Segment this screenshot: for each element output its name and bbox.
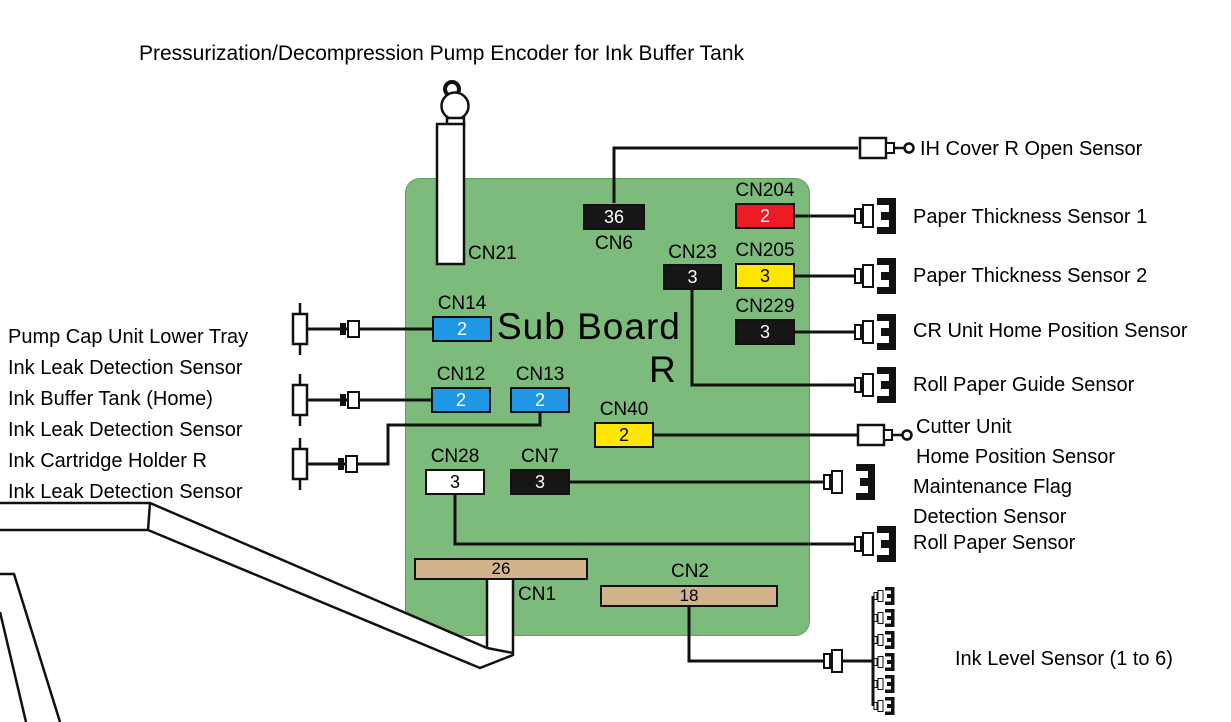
wire-cn23-roll-paper-guide [690, 290, 855, 387]
connector-cn6: 36 [583, 204, 645, 230]
label-ink-level-sensor: Ink Level Sensor (1 to 6) [955, 648, 1173, 670]
connector-label-cn6: CN6 [594, 233, 633, 254]
label-line: Pump Cap Unit Lower Tray [8, 326, 249, 348]
label-roll-paper-guide-sensor: Roll Paper Guide Sensor [913, 374, 1135, 396]
label-ink-cartridge-holder-leak-sensor: Ink Cartridge Holder R Ink Leak Detectio… [8, 446, 243, 508]
label-cr-unit-home-position-sensor: CR Unit Home Position Sensor [913, 320, 1188, 342]
connector-label-cn28: CN28 [430, 446, 480, 467]
connector-cn13: 2 [510, 387, 570, 413]
wire-cn13-leak-sensor [307, 413, 542, 466]
pump-encoder-icon [440, 80, 470, 128]
connector-cn2: 18 [600, 585, 778, 607]
connector-label-cn1: CN1 [518, 584, 557, 605]
inline-plug-icon [339, 391, 360, 409]
connector-cn229: 3 [735, 319, 795, 345]
ink-leak-electrode-icon [291, 301, 309, 357]
connector-cn1: 26 [414, 558, 588, 580]
label-line: Ink Leak Detection Sensor [8, 357, 243, 379]
connector-label-cn13: CN13 [515, 364, 565, 385]
connector-label-cn205: CN205 [735, 240, 795, 261]
diagram-title: Pressurization/Decompression Pump Encode… [139, 42, 745, 65]
label-paper-thickness-sensor-1: Paper Thickness Sensor 1 [913, 206, 1148, 228]
connector-cn23: 3 [663, 264, 722, 290]
flat-ribbon-cable [0, 501, 515, 670]
wires [307, 146, 875, 706]
inline-plug-icon [339, 320, 360, 338]
connector-cn7: 3 [510, 469, 570, 495]
ink-leak-electrode-icon [291, 436, 309, 492]
label-line: Maintenance Flag [913, 476, 1072, 498]
ink-level-sensor-stack-icons [874, 587, 895, 715]
label-ink-buffer-tank-leak-sensor: Ink Buffer Tank (Home) Ink Leak Detectio… [8, 384, 243, 446]
connector-cn40: 2 [594, 422, 654, 448]
label-maintenance-flag-sensor: Maintenance Flag Detection Sensor [913, 472, 1072, 532]
label-line: Detection Sensor [913, 506, 1067, 528]
connector-cn204: 2 [735, 203, 795, 229]
connector-label-cn204: CN204 [735, 180, 795, 201]
plug-with-switch-icon [856, 423, 913, 447]
connector-cn205: 3 [735, 263, 795, 289]
label-line: Ink Cartridge Holder R [8, 450, 207, 472]
label-line: Home Position Sensor [916, 446, 1115, 468]
label-line: Cutter Unit [916, 416, 1012, 438]
wire-cn28-roll-paper [453, 494, 855, 546]
connector-label-cn229: CN229 [735, 296, 795, 317]
label-pump-cap-leak-sensor: Pump Cap Unit Lower Tray Ink Leak Detect… [8, 322, 248, 384]
label-ih-cover-open-sensor: IH Cover R Open Sensor [920, 138, 1143, 160]
connector-label-cn23: CN23 [668, 242, 717, 263]
connector-label-cn7: CN7 [520, 446, 559, 467]
label-roll-paper-sensor: Roll Paper Sensor [913, 532, 1076, 554]
connector-cn21 [435, 122, 466, 266]
connector-label-cn12: CN12 [436, 364, 486, 385]
connector-cn28: 3 [425, 469, 485, 495]
flat-ribbon-cable-lower [0, 572, 62, 722]
connector-cn12: 2 [431, 387, 491, 413]
label-paper-thickness-sensor-2: Paper Thickness Sensor 2 [913, 265, 1148, 287]
connector-label-cn14: CN14 [437, 293, 487, 314]
board-name-line2: R [649, 349, 677, 390]
label-cutter-unit-home-sensor: Cutter Unit Home Position Sensor [916, 412, 1115, 472]
inline-plug-icon [337, 455, 358, 473]
connector-label-cn40: CN40 [599, 399, 649, 420]
connector-label-cn2: CN2 [670, 561, 709, 582]
wire-cn2-ink-level [687, 606, 873, 663]
connector-label-cn21: CN21 [468, 243, 517, 264]
label-line: Ink Leak Detection Sensor [8, 481, 243, 503]
plug-with-switch-icon [858, 136, 915, 160]
label-line: Ink Buffer Tank (Home) [8, 388, 213, 410]
board-name-line1: Sub Board [497, 306, 681, 347]
connector-cn14: 2 [432, 316, 492, 342]
label-line: Ink Leak Detection Sensor [8, 419, 243, 441]
wire-cn6-ih-cover [612, 146, 858, 203]
ink-leak-electrode-icon [291, 372, 309, 428]
